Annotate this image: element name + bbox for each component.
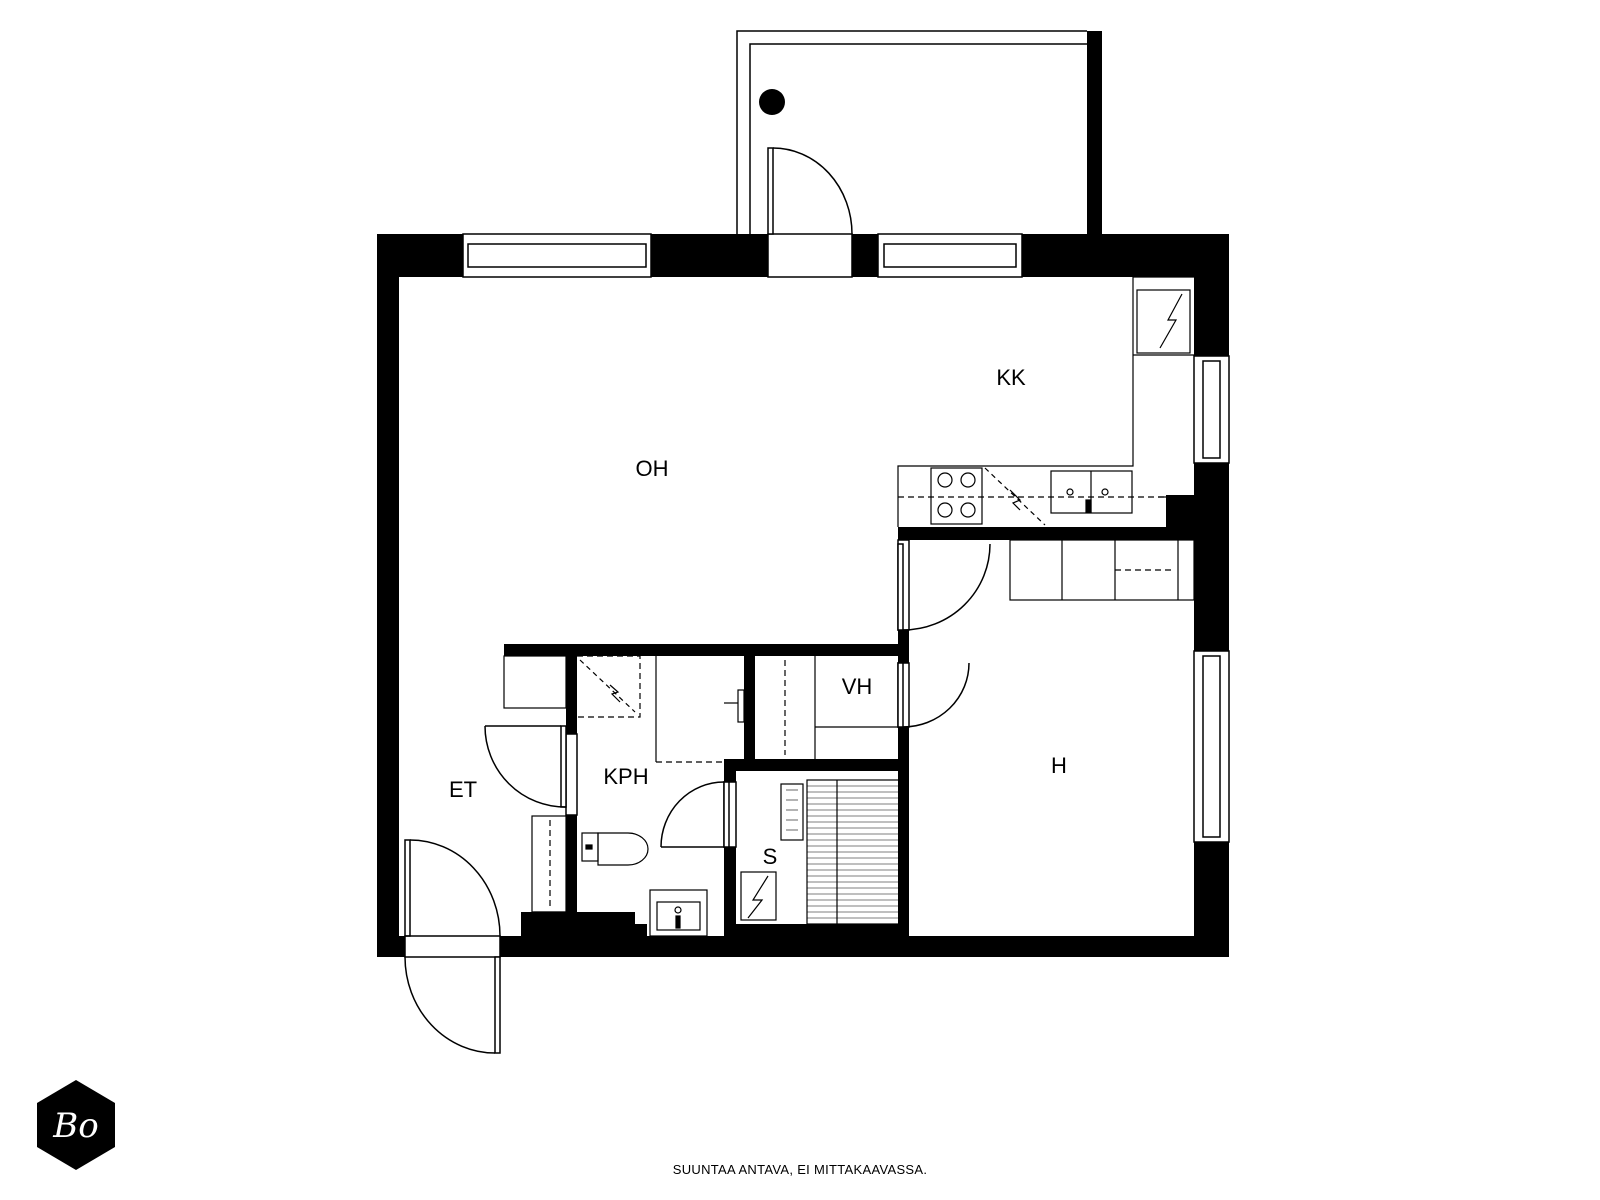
washbasin-icon bbox=[649, 889, 708, 937]
dishwasher-icon bbox=[984, 467, 1046, 526]
door-entrance bbox=[404, 839, 501, 1054]
sauna-stove bbox=[740, 871, 777, 921]
outer-walls bbox=[377, 234, 1229, 957]
fridge bbox=[1136, 289, 1191, 354]
door-kitchen-bedroom bbox=[897, 539, 991, 631]
burner-icon bbox=[960, 472, 976, 488]
room-labels: OH KK ET KPH VH S H bbox=[449, 365, 1067, 869]
balcony bbox=[736, 30, 1102, 234]
burner-icon bbox=[937, 502, 953, 518]
room-label-bathroom: KPH bbox=[603, 764, 648, 789]
window-living bbox=[462, 233, 652, 278]
door-sauna bbox=[660, 781, 737, 848]
burner-icon bbox=[960, 502, 976, 518]
stove bbox=[930, 467, 983, 525]
sauna-fittings bbox=[740, 779, 903, 925]
room-label-kitchen: KK bbox=[996, 365, 1026, 390]
burner-icon bbox=[937, 472, 953, 488]
room-label-bedroom: H bbox=[1051, 753, 1067, 778]
hexagon-logo-icon: Bo bbox=[37, 1080, 115, 1170]
kitchen-fittings bbox=[897, 276, 1194, 527]
doors bbox=[404, 147, 991, 1054]
door-bathroom bbox=[484, 725, 578, 816]
entrance-fittings bbox=[503, 655, 567, 914]
fridge-icon bbox=[1159, 293, 1183, 349]
closet-fittings bbox=[784, 656, 898, 759]
room-label-entrance: ET bbox=[449, 777, 477, 802]
disclaimer-text: SUUNTAA ANTAVA, EI MITTAKAAVASSA. bbox=[672, 1162, 928, 1177]
room-label-sauna: S bbox=[763, 844, 778, 869]
toilet-icon bbox=[581, 832, 649, 866]
window-kitchen-side bbox=[1193, 355, 1230, 464]
window-bedroom bbox=[1193, 650, 1230, 843]
shower-fixture-icon bbox=[737, 689, 745, 723]
balcony-door-opening bbox=[767, 233, 853, 278]
door-bedroom-closet bbox=[897, 662, 970, 728]
door-balcony bbox=[767, 147, 853, 235]
bedroom-wardrobe bbox=[1009, 539, 1195, 601]
bathroom-fittings bbox=[577, 655, 745, 937]
logo-text: Bo bbox=[52, 1106, 98, 1146]
room-label-living: OH bbox=[636, 456, 669, 481]
window-kitchen bbox=[877, 233, 1023, 278]
windows bbox=[462, 233, 1230, 843]
drain-icon bbox=[759, 89, 785, 115]
room-label-wardrobe: VH bbox=[842, 674, 873, 699]
